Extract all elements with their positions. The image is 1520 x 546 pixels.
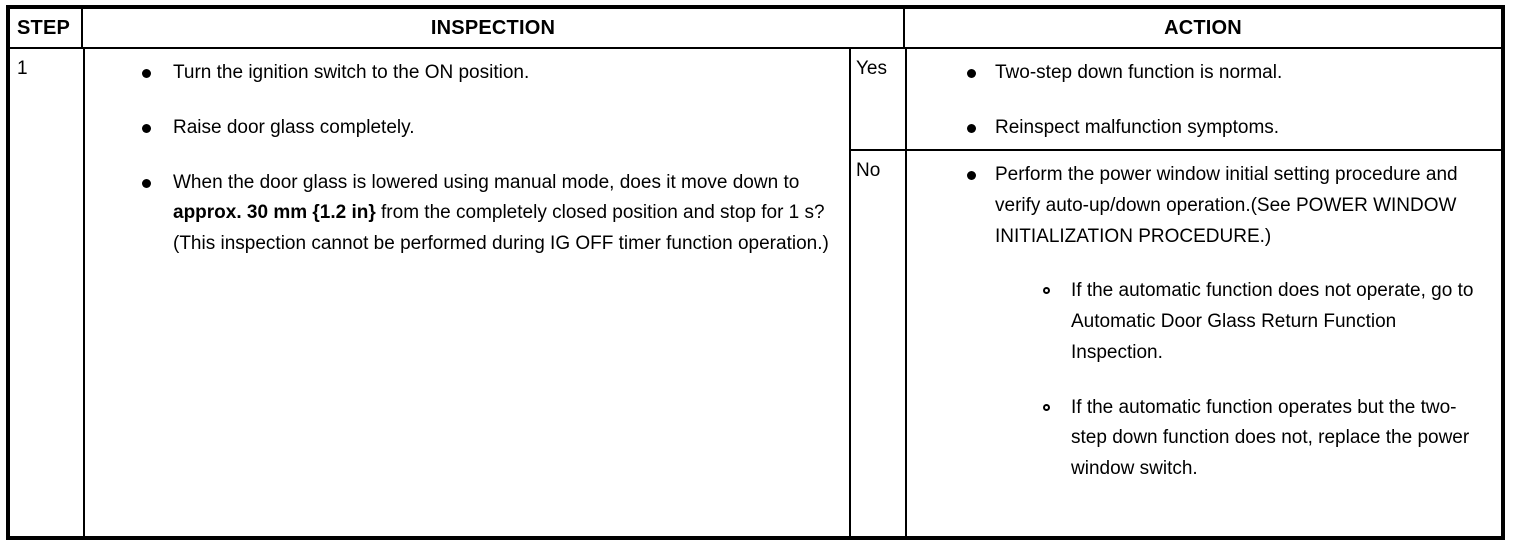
- divider-step-column: [83, 49, 85, 536]
- inspection-item-3-bold: approx. 30 mm {1.2 in}: [173, 202, 376, 224]
- answer-label-no: No: [856, 160, 881, 181]
- hollow-bullet-icon: [1043, 403, 1050, 411]
- inspection-item-3-part1: When the door glass is lowered using man…: [173, 171, 800, 193]
- filled-bullet-icon: [967, 171, 976, 180]
- table-header-row: STEP INSPECTION ACTION: [10, 9, 1501, 49]
- action-no-sub-item-2: If the automatic function operates but t…: [1043, 393, 1487, 485]
- divider-yesno-column: [849, 49, 851, 536]
- inspection-item-2-text: Raise door glass completely.: [173, 116, 415, 138]
- inspection-item-2: Raise door glass completely.: [83, 113, 835, 144]
- hollow-bullet-icon: [1043, 287, 1050, 295]
- action-yes-item-2-text: Reinspect malfunction symptoms.: [995, 116, 1280, 138]
- header-cell-inspection: INSPECTION: [83, 9, 905, 47]
- filled-bullet-icon: [967, 69, 976, 78]
- filled-bullet-icon: [142, 123, 151, 133]
- divider-action-column: [905, 49, 907, 536]
- action-no-sub-item-2-text: If the automatic function operates but t…: [1071, 396, 1470, 480]
- filled-bullet-icon: [142, 178, 151, 188]
- action-yes-bullet-list: Two-step down function is normal. Reinsp…: [905, 58, 1487, 144]
- action-no-item-main-text: Perform the power window initial setting…: [995, 164, 1458, 247]
- action-no-item-main: Perform the power window initial setting…: [905, 160, 1487, 485]
- table-inner: STEP INSPECTION ACTION 1 Turn the i: [10, 9, 1501, 536]
- action-no-sub-item-1: If the automatic function does not opera…: [1043, 276, 1487, 368]
- filled-bullet-icon: [142, 69, 151, 78]
- action-yes-item-1: Two-step down function is normal.: [905, 58, 1487, 89]
- header-cell-step: STEP: [10, 9, 83, 47]
- divider-yes-no-rows: [849, 149, 1501, 151]
- answer-label-yes: Yes: [856, 58, 887, 79]
- filled-bullet-icon: [967, 123, 976, 133]
- inspection-item-3-part2: from the completely closed position and …: [173, 202, 829, 255]
- diagnostic-table: STEP INSPECTION ACTION 1 Turn the i: [6, 5, 1505, 540]
- inspection-item-1: Turn the ignition switch to the ON posit…: [83, 58, 835, 89]
- action-yes-item-2: Reinspect malfunction symptoms.: [905, 113, 1487, 144]
- action-yes-item-1-text: Two-step down function is normal.: [995, 62, 1283, 83]
- action-cell-no: Perform the power window initial setting…: [905, 151, 1501, 536]
- inspection-item-3: When the door glass is lowered using man…: [83, 168, 835, 260]
- step-number-cell: 1: [17, 58, 28, 79]
- header-cell-action: ACTION: [1164, 16, 1242, 39]
- inspection-bullet-list: Turn the ignition switch to the ON posit…: [83, 58, 835, 260]
- table-body: 1 Turn the ignition switch to the ON pos…: [10, 49, 1501, 536]
- inspection-cell: Turn the ignition switch to the ON posit…: [83, 49, 849, 536]
- action-no-sub-wrapper: If the automatic function does not opera…: [995, 276, 1487, 485]
- action-no-sub-list: If the automatic function does not opera…: [1043, 276, 1487, 485]
- action-no-bullet-list: Perform the power window initial setting…: [905, 160, 1487, 485]
- action-no-sub-item-1-text: If the automatic function does not opera…: [1071, 280, 1474, 363]
- action-cell-yes: Two-step down function is normal. Reinsp…: [905, 49, 1501, 149]
- inspection-item-1-text: Turn the ignition switch to the ON posit…: [173, 62, 530, 83]
